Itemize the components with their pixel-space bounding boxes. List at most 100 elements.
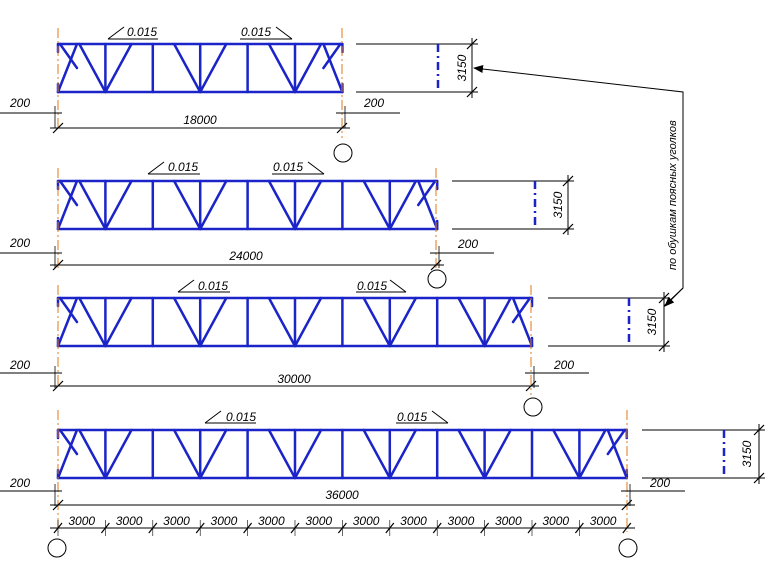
web-diagonal xyxy=(362,428,392,480)
web-diagonal xyxy=(267,428,297,480)
web-diagonal xyxy=(293,428,323,480)
support-label: 200 xyxy=(9,236,30,250)
support-dimension-left: 200 xyxy=(0,476,62,506)
truss-36000-group: 0.015 0.015 36000 200 200 315 xyxy=(0,410,765,558)
web-diagonal xyxy=(388,179,418,231)
slope-mark-left: 0.015 xyxy=(147,160,200,175)
height-dimension: 3150 xyxy=(642,424,765,484)
end-diagonal xyxy=(56,296,79,348)
slope-label: 0.015 xyxy=(226,410,256,424)
height-label: 3150 xyxy=(455,54,469,81)
truss-24000-group: 0.015 0.015 24000 200 200 xyxy=(0,160,574,289)
axis-marker-circle xyxy=(618,538,638,558)
slope-mark-right: 0.015 xyxy=(240,25,293,40)
slope-mark-left: 0.015 xyxy=(177,279,230,293)
web-diagonal xyxy=(104,428,133,480)
span-dimension: 24000 xyxy=(50,249,444,271)
web-diagonal xyxy=(457,296,486,348)
dimension-tick xyxy=(52,499,64,511)
support-dimension-left: 200 xyxy=(0,358,62,388)
web-diagonal xyxy=(267,296,297,348)
web-diagonal xyxy=(172,42,202,94)
slope-label: 0.015 xyxy=(397,410,427,424)
web-diagonal xyxy=(388,428,418,480)
end-diagonal xyxy=(416,179,437,207)
support-dimension-right: 200 xyxy=(336,96,400,128)
end-diagonal xyxy=(416,179,439,231)
axis-marker-circle xyxy=(333,143,353,163)
web-diagonal xyxy=(104,179,133,231)
slope-mark-right: 0.015 xyxy=(396,410,449,424)
span-dimension: 30000 xyxy=(50,372,539,392)
span-label: 30000 xyxy=(277,372,311,386)
span-dimension: 36000 xyxy=(50,488,635,511)
support-label: 200 xyxy=(9,358,30,372)
panel-label: 3000 xyxy=(400,514,427,528)
height-dimension: 3150 xyxy=(452,175,574,235)
web-diagonal xyxy=(293,42,323,94)
web-diagonal xyxy=(104,42,133,94)
web-diagonal xyxy=(552,428,581,480)
dimension-tick xyxy=(622,522,632,534)
web-diagonal xyxy=(457,428,486,480)
panel-label: 3000 xyxy=(68,514,95,528)
end-diagonal xyxy=(511,296,532,324)
web-diagonal xyxy=(172,179,202,231)
web-diagonal xyxy=(78,296,107,348)
panel-label: 3000 xyxy=(305,514,332,528)
truss-18000-group: 0.015 0.015 18000 200 200 xyxy=(0,25,478,163)
annotation-leader: по обушкам поясных уголков xyxy=(473,65,684,307)
panel-dimension-chain: 3000 3000 3000 3000 3000 3000 3000 3000 3000 3000… xyxy=(50,514,635,536)
support-dimension-left: 200 xyxy=(0,96,62,128)
panel-label: 3000 xyxy=(116,514,143,528)
web-diagonal xyxy=(293,296,323,348)
height-dimension: 3150 xyxy=(356,38,478,98)
panel-label: 3000 xyxy=(211,514,238,528)
span-label: 24000 xyxy=(228,249,263,263)
end-diagonal xyxy=(58,428,79,456)
truss-18000-members xyxy=(56,42,344,94)
slope-label: 0.015 xyxy=(198,279,228,293)
panel-label: 3000 xyxy=(590,514,617,528)
axis-marker-circle xyxy=(47,538,67,558)
end-diagonal xyxy=(322,42,344,94)
slope-mark-right: 0.015 xyxy=(356,279,407,293)
height-label: 3150 xyxy=(551,191,565,218)
end-diagonal xyxy=(56,428,79,480)
panel-label: 3000 xyxy=(495,514,522,528)
support-dimension-left: 200 xyxy=(0,236,62,268)
truss-30000-group: 0.015 0.015 30000 200 200 xyxy=(0,279,670,417)
panel-label: 3000 xyxy=(353,514,380,528)
axis-marker-circle xyxy=(427,269,447,289)
web-diagonal xyxy=(198,42,228,94)
span-label: 18000 xyxy=(183,113,217,127)
support-label: 200 xyxy=(9,476,30,490)
annotation-text: по обушкам поясных уголков xyxy=(667,120,679,270)
web-diagonal xyxy=(578,428,607,480)
web-diagonal xyxy=(172,428,202,480)
end-diagonal xyxy=(606,428,627,456)
panel-label: 3000 xyxy=(163,514,190,528)
support-label: 200 xyxy=(553,358,574,372)
end-diagonal xyxy=(606,428,629,480)
panel-label: 3000 xyxy=(258,514,285,528)
web-diagonal xyxy=(172,296,202,348)
panel-label: 3000 xyxy=(542,514,569,528)
panel-label: 3000 xyxy=(448,514,475,528)
web-diagonal xyxy=(198,179,228,231)
support-label: 200 xyxy=(363,96,384,110)
web-diagonal xyxy=(362,179,392,231)
truss-36000-members xyxy=(56,428,629,480)
slope-mark-left: 0.015 xyxy=(107,25,158,40)
end-diagonal xyxy=(58,42,79,70)
support-label: 200 xyxy=(649,476,670,490)
end-diagonal xyxy=(58,296,79,324)
web-diagonal xyxy=(198,296,228,348)
web-diagonal xyxy=(267,42,297,94)
slope-label: 0.015 xyxy=(241,25,271,39)
end-diagonal xyxy=(58,179,79,207)
web-diagonal xyxy=(78,179,107,231)
height-dimension: 3150 xyxy=(548,292,670,352)
truss-24000-members xyxy=(56,179,439,231)
